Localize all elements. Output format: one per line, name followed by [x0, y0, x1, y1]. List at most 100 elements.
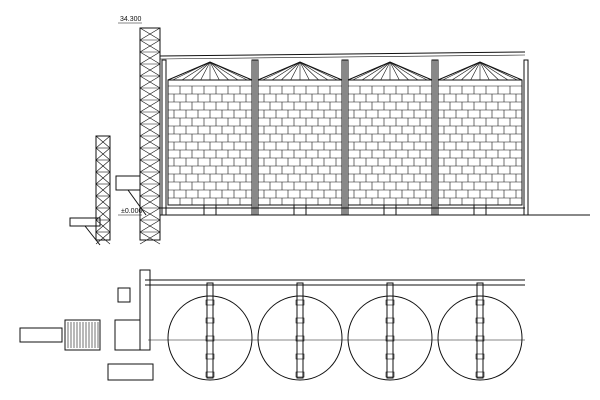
brace [95, 195, 111, 209]
roof-rib [281, 61, 301, 81]
roof-rib [200, 61, 211, 81]
support-column [431, 59, 437, 216]
silo-elevation-1 [161, 59, 259, 216]
plan-gate [295, 317, 305, 324]
plan-dryer-fan [64, 319, 101, 351]
plan-gate [385, 335, 395, 342]
plan-gate [385, 299, 395, 306]
silo-plan-4 [437, 295, 523, 381]
intake-chute [84, 225, 101, 246]
small-bucket-elevator [95, 135, 111, 245]
plan-gate [295, 353, 305, 360]
roof-rib [389, 61, 428, 81]
plan-gate [205, 299, 215, 306]
plan-discharge-conveyor [386, 282, 394, 379]
roof-rib [181, 61, 211, 81]
roof-rib [479, 61, 499, 81]
support-column [251, 59, 257, 216]
discharge-hopper [293, 204, 307, 216]
plan-truck-dump [107, 363, 154, 381]
roof-rib [209, 61, 220, 81]
roof-rib [299, 61, 329, 81]
roof-rib [461, 61, 481, 81]
plan-discharge-conveyor [476, 282, 484, 379]
plan-gate [205, 371, 215, 378]
roof-rib [451, 61, 481, 81]
silo-elevation-4 [431, 59, 529, 216]
brace [139, 39, 161, 53]
silo-elevation-3 [341, 59, 439, 216]
plan-gate [385, 353, 395, 360]
brace [139, 159, 161, 173]
roof-rib [479, 61, 490, 81]
brace [139, 183, 161, 197]
silo-elevation-2 [251, 59, 349, 216]
brace [139, 123, 161, 137]
roof-rib [209, 61, 239, 81]
ground-elevation-label: ±0.000 [121, 208, 142, 215]
roof-rib [290, 61, 301, 81]
discharge-hopper [203, 204, 217, 216]
plan-gate [295, 335, 305, 342]
brace [95, 231, 111, 245]
cleaning-machine [115, 175, 141, 191]
brace [139, 51, 161, 65]
brace [139, 231, 161, 245]
roof-rib [470, 61, 481, 81]
brace [139, 147, 161, 161]
brace [139, 171, 161, 185]
silo-plan-3 [347, 295, 433, 381]
plan-discharge-conveyor [296, 282, 304, 379]
feed-spout [127, 189, 147, 216]
plan-discharge-conveyor [206, 282, 214, 379]
plan-gate [385, 317, 395, 324]
brace [95, 135, 111, 149]
plan-elevator-pit [139, 269, 151, 351]
top-elevation-label: 34.300 [120, 16, 142, 23]
brace [139, 135, 161, 149]
silo-plan-2 [257, 295, 343, 381]
roof-rib [271, 61, 301, 81]
roof-rib [299, 61, 338, 81]
silo-plan-1 [167, 295, 253, 381]
brace [139, 195, 161, 209]
plan-gate [385, 371, 395, 378]
plan-gate [475, 317, 485, 324]
plan-gate [205, 317, 215, 324]
support-column [161, 59, 167, 216]
roof-rib [191, 61, 211, 81]
tower-frame [95, 135, 111, 241]
plan-gate [205, 335, 215, 342]
roof-rib [371, 61, 391, 81]
plan-intake-duct [19, 327, 63, 343]
top-conveyor [159, 51, 526, 57]
discharge-hopper [383, 204, 397, 216]
plan-scale [117, 287, 131, 303]
brace [139, 87, 161, 101]
main-bucket-elevator [139, 27, 161, 245]
roof-rib [389, 61, 400, 81]
plan-gate [205, 353, 215, 360]
support-column [523, 59, 529, 216]
roof-rib [442, 61, 481, 81]
brace [139, 219, 161, 233]
brace [95, 219, 111, 233]
plan-gate [475, 335, 485, 342]
brace [139, 27, 161, 41]
brace [139, 63, 161, 77]
roof-rib [209, 61, 229, 81]
brace [95, 159, 111, 173]
roof-rib [380, 61, 391, 81]
plan-view [19, 269, 525, 381]
discharge-hopper [473, 204, 487, 216]
roof-rib [479, 61, 509, 81]
elevation-view [69, 27, 590, 246]
plan-gate [475, 353, 485, 360]
support-column [341, 59, 347, 216]
brace [139, 99, 161, 113]
roof-rib [299, 61, 310, 81]
roof-rib [479, 61, 518, 81]
plan-gate [475, 371, 485, 378]
